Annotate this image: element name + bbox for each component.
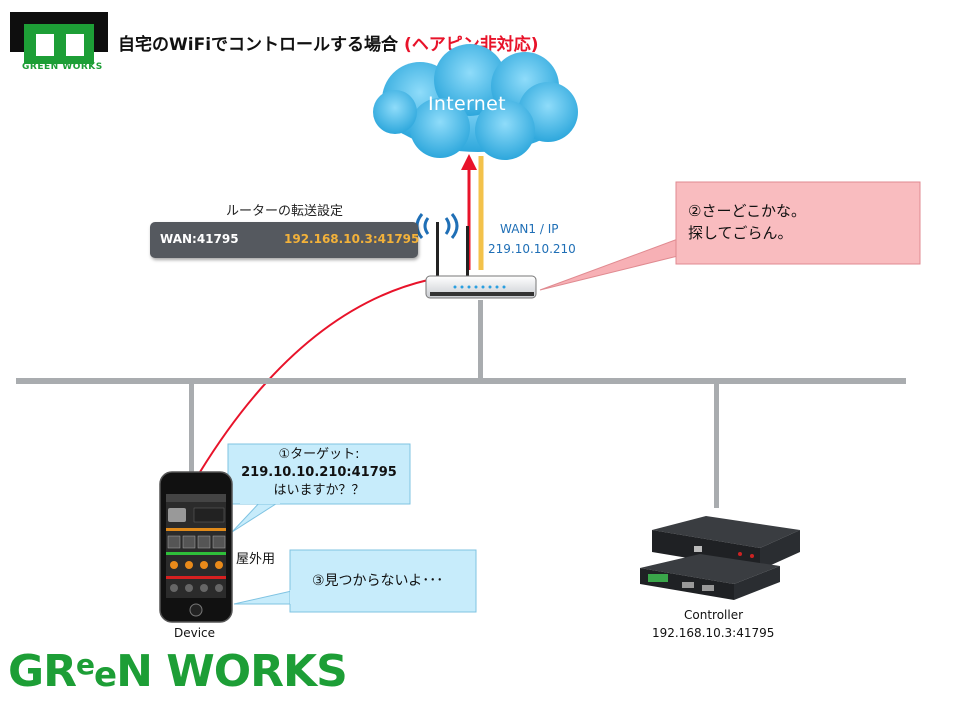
wan-ip: 219.10.10.210 [488,242,576,256]
cloud-label: Internet [428,93,506,115]
notfound-callout-shape [233,549,477,613]
title-main: 自宅のWiFiでコントロールする場合 [118,35,399,55]
target-callout-line1: ①ターゲット: [278,447,360,462]
router-callout: ②さーどこかな。 探してごらん。 [688,200,806,244]
forward-from: WAN:41795 [160,232,239,246]
target-callout: ①ターゲット: 219.10.10.210:41795 はいますか？？ [228,446,410,500]
forward-to: 192.168.10.3:41795 [284,232,420,246]
controller-label: Controller [684,608,744,622]
notfound-callout: ③見つからないよ･･･ [312,573,444,589]
target-callout-line3: はいますか？？ [273,483,365,498]
logo-part1: GR [8,646,77,697]
target-callout-line2: 219.10.10.210:41795 [241,465,397,480]
target-callout-shape [227,443,411,533]
controller-device [640,516,800,600]
outdoor-label: 屋外用 [236,552,276,567]
wan-label: WAN1 / IP [500,222,559,236]
logo-part2: e [76,648,95,681]
internet-cloud [373,44,578,160]
router-callout-line1: ②さーどこかな。 [688,202,806,220]
controller-drop [714,384,719,508]
router-icon [415,213,537,299]
logo-part3: e [94,655,117,695]
router-callout-line2: 探してごらん。 [688,224,793,242]
controller-ip: 192.168.10.3:41795 [652,626,775,640]
bottom-green-works-logo: GReeN WORKS [8,640,348,700]
router-forward-caption: ルーターの転送設定 [226,204,344,219]
green-works-logo: GREEN WORKS [10,12,108,74]
lan-bus [16,378,906,384]
forwarding-rule-box: WAN:41795 192.168.10.3:41795 [150,222,420,258]
red-device-path [199,279,429,473]
router-callout-shape [539,181,921,291]
device-label: Device [174,626,216,640]
router-drop [478,300,483,380]
logo-top-text: GREEN WORKS [22,62,103,72]
logo-part4: N WORKS [116,646,348,697]
phone-device [159,471,233,623]
device-drop [189,384,194,476]
